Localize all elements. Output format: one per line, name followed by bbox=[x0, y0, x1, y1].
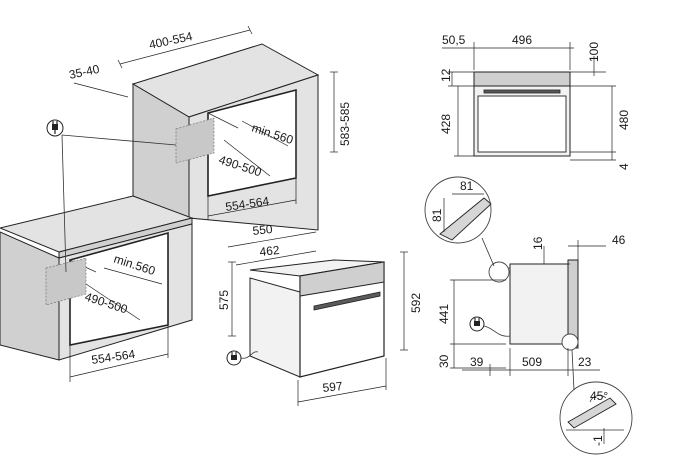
dim-upper-height: 583-585 bbox=[330, 71, 352, 153]
tall-cabinet bbox=[131, 43, 320, 231]
dim-label: 46 bbox=[612, 233, 626, 247]
dim-oven-height-side: 575 bbox=[217, 261, 236, 337]
dim-label: 50,5 bbox=[442, 33, 466, 47]
dim-label: 100 bbox=[587, 42, 601, 62]
side-view-body bbox=[509, 263, 569, 345]
oven-perspective bbox=[249, 259, 385, 378]
dim-label: 81 bbox=[460, 179, 474, 193]
dim-label: 550 bbox=[252, 222, 274, 238]
detail-circle-45: 45° -1 bbox=[559, 349, 633, 455]
dim-label: 554-564 bbox=[224, 194, 270, 214]
lower-socket-zone bbox=[45, 257, 87, 306]
upper-socket-zone bbox=[175, 117, 215, 164]
detail-marker-bottom bbox=[561, 333, 579, 351]
detail-marker-top bbox=[488, 261, 510, 283]
dim-side-depth: 35-40 bbox=[68, 62, 129, 98]
dim-front-total-height: 480 bbox=[570, 85, 631, 153]
dim-front-offset: 50,5 496 bbox=[442, 33, 574, 70]
dim-upper-width: 554-564 bbox=[207, 178, 297, 220]
dim-label: 23 bbox=[578, 355, 592, 369]
dim-label: 428 bbox=[439, 114, 453, 134]
dim-lower-width: 554-564 bbox=[69, 325, 169, 382]
dim-label: 554-564 bbox=[90, 347, 136, 367]
dim-oven-width: 597 bbox=[297, 358, 387, 406]
dim-label: 575 bbox=[217, 290, 231, 310]
oven-control-panel bbox=[299, 261, 385, 297]
dim-label: -1 bbox=[591, 435, 605, 446]
dim-label: 81 bbox=[430, 208, 444, 222]
oven-front-view bbox=[473, 71, 571, 157]
dim-label: 441 bbox=[437, 304, 451, 324]
oven-side bbox=[249, 277, 301, 378]
detail-circle bbox=[559, 381, 633, 455]
dim-label: 39 bbox=[470, 355, 484, 369]
base-side-face bbox=[0, 231, 60, 361]
dim-side-30: 30 bbox=[437, 344, 506, 369]
power-plug-icon bbox=[226, 350, 242, 366]
dim-front-top: 100 bbox=[570, 42, 606, 76]
dim-side-bottom: 39 509 23 bbox=[462, 348, 600, 376]
oven-handle bbox=[313, 291, 381, 311]
dim-label: 480 bbox=[617, 110, 631, 130]
front-view-handle bbox=[483, 89, 561, 94]
dim-label: 4 bbox=[617, 163, 631, 170]
detail-bevel bbox=[567, 397, 617, 429]
dim-label: 462 bbox=[259, 243, 281, 259]
base-cabinet bbox=[0, 195, 194, 361]
power-plug-icon bbox=[469, 316, 485, 332]
dim-label: 400-554 bbox=[148, 29, 194, 52]
dim-side-46: 46 bbox=[568, 233, 626, 260]
dim-label: 30 bbox=[437, 354, 451, 368]
dim-oven-depth: 550 bbox=[227, 222, 317, 248]
dim-front-band: 12 bbox=[439, 68, 474, 87]
dim-label: 45° bbox=[590, 389, 608, 403]
detail-bevel bbox=[439, 197, 492, 241]
dim-label: 12 bbox=[439, 68, 453, 82]
front-view-panel bbox=[473, 71, 571, 87]
dim-label: 509 bbox=[522, 355, 542, 369]
dim-label: 16 bbox=[531, 236, 545, 250]
dim-label: 583-585 bbox=[338, 102, 352, 146]
dim-label: 592 bbox=[409, 293, 423, 313]
detail-circle bbox=[424, 176, 492, 244]
detail-circle-81: 81 81 bbox=[424, 176, 495, 267]
dim-label: 35-40 bbox=[68, 62, 101, 82]
oven-side-view bbox=[488, 259, 579, 351]
dim-side-16: 16 bbox=[531, 236, 570, 265]
dim-oven-inner-depth: 462 bbox=[235, 243, 317, 266]
dim-label: 496 bbox=[512, 33, 532, 47]
dim-side-441: 441 bbox=[437, 279, 506, 345]
dim-front-bottom: 4 bbox=[570, 152, 631, 170]
front-view-door bbox=[477, 95, 567, 153]
dim-oven-height-front: 592 bbox=[400, 251, 423, 351]
dim-label: 597 bbox=[322, 379, 344, 395]
power-plug-icon bbox=[46, 119, 64, 137]
dim-front-inner-height: 428 bbox=[439, 86, 474, 157]
